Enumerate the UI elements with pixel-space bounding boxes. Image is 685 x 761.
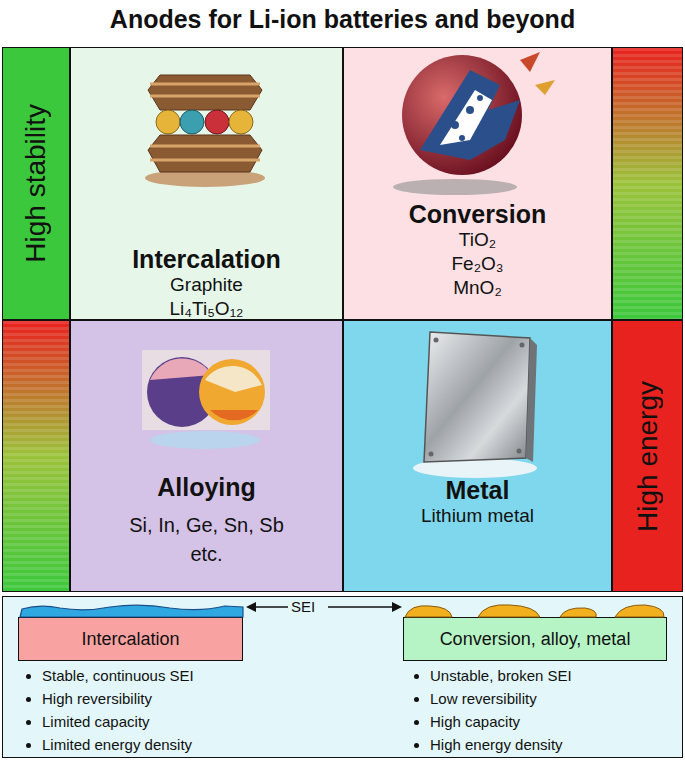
bullet-dot — [26, 697, 31, 702]
box-label: Intercalation — [81, 629, 179, 650]
material-list: Lithium metal — [378, 504, 578, 528]
scale-bar: High energy — [612, 320, 683, 592]
bullet-dot — [414, 720, 419, 725]
sei-layer — [405, 605, 664, 617]
bullet-text: Limited capacity — [42, 713, 150, 731]
bullet-dot — [26, 743, 31, 748]
anode-box: Intercalation — [18, 617, 243, 661]
leader-arrow — [246, 602, 402, 612]
bullet-text: High capacity — [430, 713, 520, 731]
anode-quadrant: IntercalationGraphite Li₄Ti₅O₁₂ — [70, 47, 343, 320]
bullet-dot — [414, 743, 419, 748]
material-list: TiO₂ Fe₂O₃ MnO₂ — [440, 228, 515, 300]
bullet-text: Stable, continuous SEI — [42, 667, 194, 685]
category-heading: Alloying — [157, 473, 256, 501]
category-heading: Conversion — [409, 200, 547, 228]
gradient-bar — [612, 47, 683, 320]
category-heading: Metal — [446, 476, 510, 504]
anode-box: Conversion, alloy, metal — [403, 617, 667, 661]
bullet-dot — [26, 674, 31, 679]
annotation: SEI — [291, 598, 315, 616]
material-list: Si, In, Ge, Sn, Sb etc. — [124, 511, 289, 569]
bullet-dot — [414, 697, 419, 702]
bullet-text: Limited energy density — [42, 736, 192, 754]
axis-label: High energy — [632, 381, 664, 532]
bullet-dot — [414, 674, 419, 679]
material-list: Graphite Li₄Ti₅O₁₂ — [149, 273, 264, 321]
gradient-bar — [2, 320, 70, 592]
scale-bar: High stability — [2, 47, 70, 320]
bullet-text: High energy density — [430, 736, 563, 754]
anode-quadrant: ConversionTiO₂ Fe₂O₃ MnO₂ — [343, 47, 612, 320]
anode-quadrant: MetalLithium metal — [343, 320, 612, 592]
diagram-title: Anodes for Li-ion batteries and beyond — [0, 4, 685, 34]
bullet-text: Unstable, broken SEI — [430, 667, 572, 685]
category-heading: Intercalation — [132, 245, 281, 273]
bullet-dot — [26, 720, 31, 725]
bullet-text: High reversibility — [42, 690, 152, 708]
axis-label: High stability — [20, 104, 52, 263]
box-label: Conversion, alloy, metal — [440, 629, 631, 650]
sei-layer — [20, 605, 243, 617]
bullet-text: Low reversibility — [430, 690, 537, 708]
anode-quadrant: AlloyingSi, In, Ge, Sn, Sb etc. — [70, 320, 343, 592]
